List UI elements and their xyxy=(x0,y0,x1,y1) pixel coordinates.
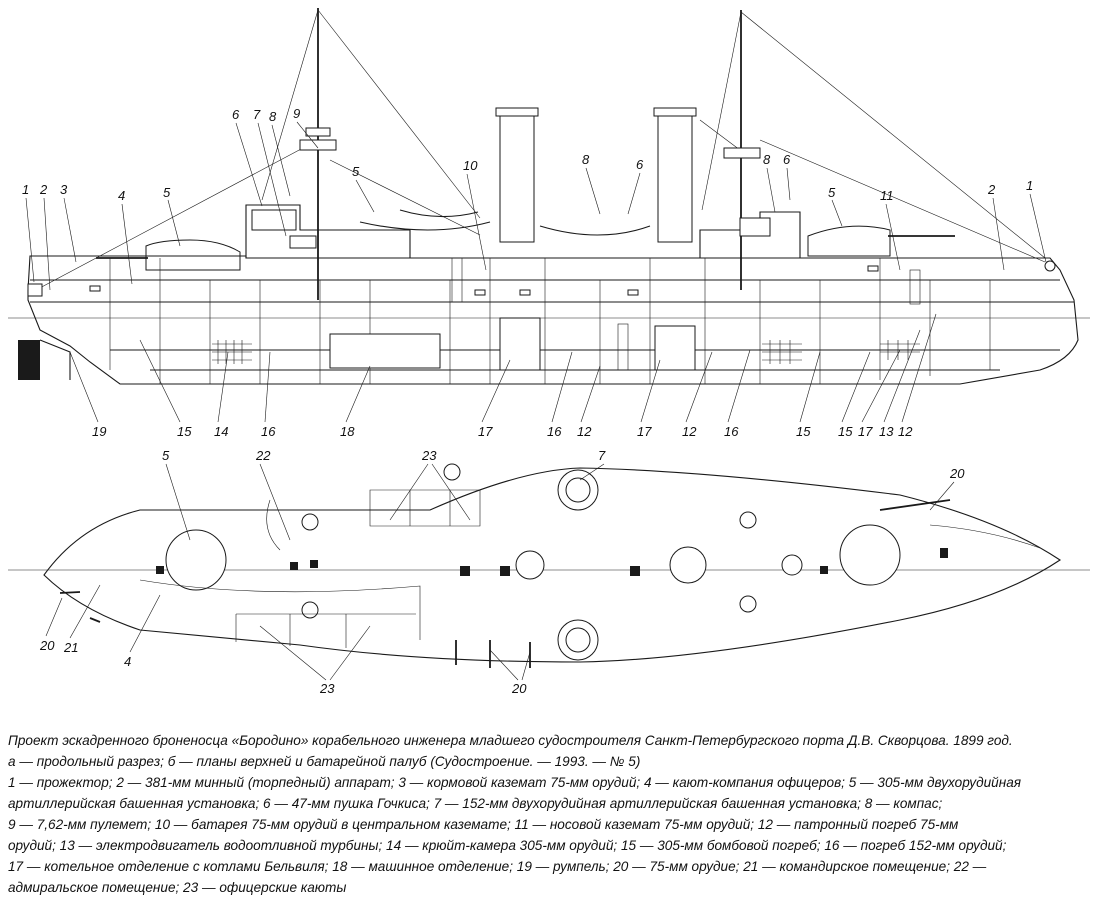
label-15-bow: 15 xyxy=(838,424,853,439)
label-17-aft: 17 xyxy=(478,424,493,439)
caption-subtitle: а — продольный разрез; б — планы верхней… xyxy=(8,754,641,769)
label-2-bow: 2 xyxy=(987,182,996,197)
plan-label-23-top: 23 xyxy=(421,448,437,463)
plan-label-7: 7 xyxy=(598,448,606,463)
leader-lines xyxy=(25,121,1047,681)
label-12-bow: 12 xyxy=(898,424,913,439)
plan-label-22: 22 xyxy=(255,448,271,463)
caption-legend-5: 17 — котельное отделение с котлами Бельв… xyxy=(8,859,987,874)
label-16-fore: 16 xyxy=(724,424,739,439)
ship-drawing: 1 2 3 4 5 6 7 8 9 10 5 8 6 8 6 5 11 2 1 … xyxy=(8,8,1090,696)
label-2-stern: 2 xyxy=(39,182,48,197)
label-16-mid: 16 xyxy=(547,424,562,439)
label-5-aft: 5 xyxy=(163,185,171,200)
label-15-aft: 15 xyxy=(177,424,192,439)
label-5-mid: 5 xyxy=(352,164,360,179)
label-6-mid: 6 xyxy=(636,157,644,172)
longitudinal-section xyxy=(8,8,1090,385)
caption: Проект эскадренного броненосца «Бородино… xyxy=(8,730,1088,898)
plan-label-21: 21 xyxy=(63,640,78,655)
plan-label-5: 5 xyxy=(162,448,170,463)
plan-label-20-bow: 20 xyxy=(949,466,965,481)
label-5-fore: 5 xyxy=(828,185,836,200)
label-10: 10 xyxy=(463,158,478,173)
label-18: 18 xyxy=(340,424,355,439)
label-19: 19 xyxy=(92,424,106,439)
label-17-fore: 17 xyxy=(637,424,652,439)
caption-legend-1: 1 — прожектор; 2 — 381-мм минный (торпед… xyxy=(8,775,1022,790)
label-group: 1 2 3 4 5 6 7 8 9 10 5 8 6 8 6 5 11 2 1 … xyxy=(22,106,1033,696)
label-11: 11 xyxy=(880,188,894,203)
plan-label-4: 4 xyxy=(124,654,131,669)
label-3: 3 xyxy=(60,182,68,197)
label-7: 7 xyxy=(253,107,261,122)
label-6-fore: 6 xyxy=(783,152,791,167)
plan-label-20-mid: 20 xyxy=(511,681,527,696)
caption-legend-6: адмиральское помещение; 23 — офицерские … xyxy=(8,880,347,895)
plan-label-20-stern: 20 xyxy=(39,638,55,653)
label-8-aft: 8 xyxy=(269,109,277,124)
caption-title: Проект эскадренного броненосца «Бородино… xyxy=(8,733,1013,748)
label-14: 14 xyxy=(214,424,228,439)
label-9: 9 xyxy=(293,106,300,121)
plan-label-23-bottom: 23 xyxy=(319,681,335,696)
label-16-aft: 16 xyxy=(261,424,276,439)
label-1-bow: 1 xyxy=(1026,178,1033,193)
caption-legend-2: артиллерийская башенная установка; 6 — 4… xyxy=(8,796,943,811)
label-13: 13 xyxy=(879,424,894,439)
label-12-mid: 12 xyxy=(577,424,592,439)
label-17-bow: 17 xyxy=(858,424,873,439)
label-12-fore: 12 xyxy=(682,424,697,439)
label-4-top: 4 xyxy=(118,188,125,203)
label-15-mid: 15 xyxy=(796,424,811,439)
caption-legend-4: орудий; 13 — электродвигатель водоотливн… xyxy=(8,838,1007,853)
label-6-aft: 6 xyxy=(232,107,240,122)
label-8-mid: 8 xyxy=(582,152,590,167)
caption-legend-3: 9 — 7,62-мм пулемет; 10 — батарея 75-мм … xyxy=(8,817,959,832)
deck-plan xyxy=(8,463,1090,668)
label-8-fore: 8 xyxy=(763,152,771,167)
label-1-stern: 1 xyxy=(22,182,29,197)
